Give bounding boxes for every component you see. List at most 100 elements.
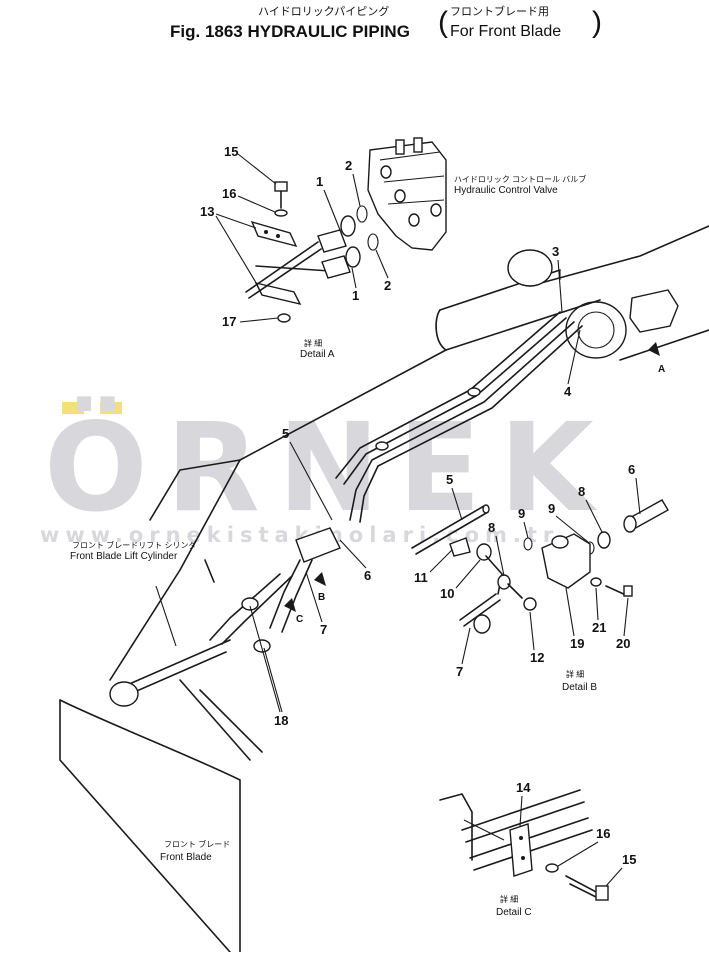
- clamp-upper: [250, 220, 298, 248]
- leader-line: [605, 867, 623, 887]
- hydraulic-pipe: [349, 321, 575, 521]
- washer: [274, 209, 288, 217]
- watermark-accent-dot-2: [100, 402, 122, 414]
- pipe: [255, 265, 331, 272]
- callout-5: 5: [446, 472, 453, 487]
- watermark-accent-dot-1: [62, 402, 84, 414]
- hose: [485, 555, 503, 595]
- main-assembly: A B C フロント ブレードリフト シリンダ Front Blade Lift…: [59, 225, 709, 953]
- callout-5: 5: [282, 426, 289, 441]
- leader-line: [237, 195, 276, 213]
- view-arrow-b: [314, 572, 326, 586]
- pipe: [411, 505, 485, 549]
- hydraulic-pipe: [343, 317, 567, 485]
- title-paren-close: ): [592, 6, 602, 39]
- manifold-port: [551, 535, 569, 549]
- boom-end: [435, 309, 447, 351]
- leader-line: [237, 153, 277, 185]
- fitting-nut: [340, 215, 356, 237]
- callout-1: 1: [352, 288, 359, 303]
- callout-11: 11: [414, 570, 428, 585]
- valve-port: [380, 165, 392, 179]
- control-valve-label-jp: ハイドロリック コントロール バルブ: [454, 174, 586, 184]
- o-ring: [356, 205, 368, 223]
- bolt-shank: [565, 875, 601, 895]
- bolt-shank: [569, 883, 599, 899]
- leader-line: [375, 249, 389, 279]
- clamp-block: [509, 823, 533, 877]
- detail-c-label-jp: 詳 細: [500, 894, 518, 904]
- adapter: [497, 574, 511, 590]
- leader-line: [555, 515, 589, 543]
- frame-edge: [529, 225, 709, 287]
- callout-6: 6: [628, 462, 635, 477]
- callout-21: 21: [592, 620, 606, 635]
- leader-line: [249, 605, 281, 713]
- lift-cylinder-eye: [109, 681, 139, 707]
- hose-nut: [623, 515, 637, 533]
- leader-line: [523, 521, 529, 539]
- leader-line: [323, 189, 341, 231]
- nut: [277, 313, 291, 323]
- callout-13: 13: [200, 204, 214, 219]
- callout-14: 14: [516, 780, 531, 795]
- leader-line: [623, 597, 629, 637]
- valve-spool: [395, 139, 405, 155]
- leader-line: [519, 795, 523, 827]
- callout-17: 17: [222, 314, 236, 329]
- hose: [221, 575, 293, 645]
- blade-arm: [199, 689, 263, 753]
- view-arrow-a: [648, 342, 660, 356]
- title-paren-open: (: [438, 6, 448, 39]
- leader-line: [451, 487, 463, 521]
- remote-valve: [629, 289, 679, 333]
- frame-edge: [619, 329, 709, 361]
- callout-15: 15: [224, 144, 238, 159]
- leader-line: [429, 549, 453, 573]
- detail-c: 詳 細 Detail C 14 16 15: [439, 780, 636, 918]
- lift-cylinder-label: Front Blade Lift Cylinder: [70, 551, 178, 562]
- callout-15: 15: [622, 852, 636, 867]
- blade-arm: [179, 679, 251, 761]
- pipe-end: [482, 504, 490, 514]
- callout-3: 3: [552, 244, 559, 259]
- hose-fitting: [241, 597, 259, 611]
- leader-line: [635, 477, 641, 515]
- callout-8: 8: [488, 520, 495, 535]
- hydraulic-pipe: [359, 325, 583, 523]
- leader-line: [495, 535, 505, 577]
- callout-20: 20: [616, 636, 630, 651]
- pipe: [248, 248, 322, 299]
- leader-line: [305, 571, 323, 623]
- hose-fitting: [253, 639, 271, 653]
- callout-18: 18: [274, 713, 288, 728]
- hose: [269, 559, 301, 629]
- detail-b-label: Detail B: [562, 682, 597, 693]
- pipe-clamp: [467, 387, 481, 397]
- bolt-head: [623, 585, 633, 597]
- leader-line: [567, 329, 581, 385]
- washer: [545, 863, 559, 873]
- front-blade-label: Front Blade: [160, 852, 212, 863]
- leader-line: [463, 819, 505, 841]
- adapter-body: [507, 583, 523, 599]
- valve-port: [408, 213, 420, 227]
- control-valve-label: Hydraulic Control Valve: [454, 185, 558, 196]
- hose: [463, 599, 501, 627]
- valve-edge: [387, 199, 445, 205]
- callout-9: 9: [548, 501, 555, 516]
- leader-line: [155, 585, 177, 647]
- bolt-head: [274, 181, 288, 192]
- detail-b-label-jp: 詳 細: [566, 669, 584, 679]
- watermark: ÖRNEK www.ornekistakinolari.com.tr: [40, 397, 594, 547]
- valve-port: [394, 189, 406, 203]
- callout-4: 4: [564, 384, 572, 399]
- leader-line: [585, 499, 603, 533]
- leader-line: [215, 215, 259, 287]
- detail-b: 詳 細 Detail B 5 9 9 8 6 8 11 10 21 20 12 …: [411, 462, 669, 693]
- title-jp: ハイドロリックパイピング: [258, 4, 389, 18]
- detail-a-label: Detail A: [300, 349, 335, 360]
- leader-line: [339, 539, 367, 569]
- clamp-lower: [254, 281, 302, 306]
